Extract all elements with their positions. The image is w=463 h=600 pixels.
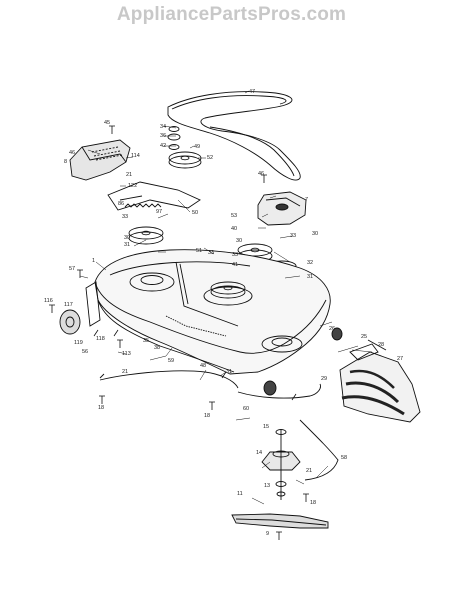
mower-deck-shell bbox=[94, 249, 331, 375]
label-48: 48 bbox=[200, 363, 206, 369]
gauge-wheel-bracket bbox=[85, 281, 101, 327]
label-18c: 18 bbox=[310, 500, 316, 506]
label-33d: 33 bbox=[232, 252, 238, 258]
chute-deflector-25 bbox=[349, 343, 379, 361]
label-18a: 18 bbox=[98, 405, 104, 411]
label-114: 114 bbox=[131, 153, 140, 159]
label-8: 8 bbox=[64, 159, 67, 165]
spindle-bearing-15 bbox=[275, 429, 287, 435]
left-spindle-housing bbox=[129, 272, 175, 292]
label-35: 35 bbox=[143, 338, 149, 344]
watermark-logo: AppliancePartsPros.com bbox=[116, 4, 347, 25]
label-53: 53 bbox=[231, 213, 237, 219]
deck-brace-51 bbox=[175, 261, 239, 327]
label-46a: 46 bbox=[69, 150, 75, 156]
label-27: 27 bbox=[397, 356, 403, 362]
label-33c: 33 bbox=[208, 250, 214, 256]
label-33a: 33 bbox=[122, 214, 128, 220]
label-119: 119 bbox=[74, 340, 83, 346]
idler-spacer-top bbox=[168, 126, 180, 132]
label-30a: 30 bbox=[236, 238, 242, 244]
left-spindle-pulley bbox=[128, 231, 164, 245]
label-29: 29 bbox=[321, 376, 327, 382]
label-30b: 30 bbox=[312, 231, 318, 237]
gauge-wheel bbox=[59, 309, 81, 335]
label-15: 15 bbox=[263, 424, 269, 430]
chute-rod-26 bbox=[367, 339, 387, 351]
label-14: 14 bbox=[256, 450, 262, 456]
label-9: 9 bbox=[266, 531, 269, 537]
label-52: 52 bbox=[207, 155, 213, 161]
label-32: 32 bbox=[307, 260, 313, 266]
label-38: 38 bbox=[154, 345, 160, 351]
label-122: 122 bbox=[128, 183, 137, 189]
label-50: 50 bbox=[192, 210, 198, 216]
label-117: 117 bbox=[64, 302, 73, 308]
front-deck-wheel bbox=[263, 380, 277, 396]
discharge-chute bbox=[339, 351, 421, 423]
label-113: 113 bbox=[122, 351, 131, 357]
label-97: 97 bbox=[156, 209, 162, 215]
label-57: 57 bbox=[69, 266, 75, 272]
drive-belt bbox=[167, 91, 301, 181]
label-33b: 33 bbox=[290, 233, 296, 239]
label-34: 34 bbox=[160, 124, 166, 130]
label-36: 36 bbox=[160, 133, 166, 139]
bolt-9 bbox=[276, 531, 282, 540]
label-46b: 46 bbox=[258, 171, 264, 177]
label-25: 25 bbox=[361, 334, 367, 340]
bolt-45 bbox=[109, 125, 115, 134]
bolt-18c bbox=[303, 493, 309, 502]
label-86: 86 bbox=[118, 201, 124, 207]
label-40: 40 bbox=[231, 226, 237, 232]
label-21b: 21 bbox=[122, 369, 128, 375]
right-spindle-housing bbox=[261, 335, 303, 353]
center-spindle-housing bbox=[203, 286, 253, 306]
bolt-57 bbox=[77, 269, 83, 278]
label-30c: 30 bbox=[124, 235, 130, 241]
label-28: 28 bbox=[378, 342, 384, 348]
bolt-46 bbox=[261, 174, 267, 183]
label-11: 11 bbox=[237, 491, 243, 497]
label-118: 118 bbox=[96, 336, 105, 342]
label-21: 21 bbox=[126, 172, 132, 178]
label-26: 26 bbox=[329, 326, 335, 332]
label-58: 58 bbox=[341, 455, 347, 461]
left-belt-cover bbox=[69, 139, 131, 181]
label-42: 42 bbox=[160, 143, 166, 149]
idler-spring bbox=[124, 203, 162, 208]
label-7: 7 bbox=[305, 197, 308, 203]
label-56: 56 bbox=[82, 349, 88, 355]
label-1: 1 bbox=[92, 258, 95, 264]
label-31a: 31 bbox=[124, 242, 130, 248]
front-hanger-rod bbox=[99, 370, 239, 389]
rear-hanger-rod bbox=[237, 383, 321, 399]
rear-deck-wheel bbox=[331, 327, 343, 341]
label-59: 59 bbox=[168, 358, 174, 364]
idler-arm-bracket bbox=[107, 181, 201, 211]
label-47: 47 bbox=[249, 89, 255, 95]
label-18b: 18 bbox=[204, 413, 210, 419]
label-51: 51 bbox=[196, 248, 202, 254]
label-31c: 31 bbox=[226, 369, 232, 375]
label-49: 49 bbox=[194, 144, 200, 150]
bolt-113 bbox=[117, 339, 123, 348]
lift-link-58 bbox=[299, 419, 339, 481]
label-13: 13 bbox=[264, 483, 270, 489]
label-21c: 21 bbox=[306, 468, 312, 474]
label-41: 41 bbox=[232, 262, 238, 268]
bolt-116 bbox=[49, 304, 55, 313]
label-45: 45 bbox=[104, 120, 110, 126]
bolt-18a bbox=[99, 395, 105, 404]
bolt-18b bbox=[209, 401, 215, 410]
label-116: 116 bbox=[44, 298, 53, 304]
label-31b: 31 bbox=[307, 274, 313, 280]
label-60: 60 bbox=[243, 406, 249, 412]
